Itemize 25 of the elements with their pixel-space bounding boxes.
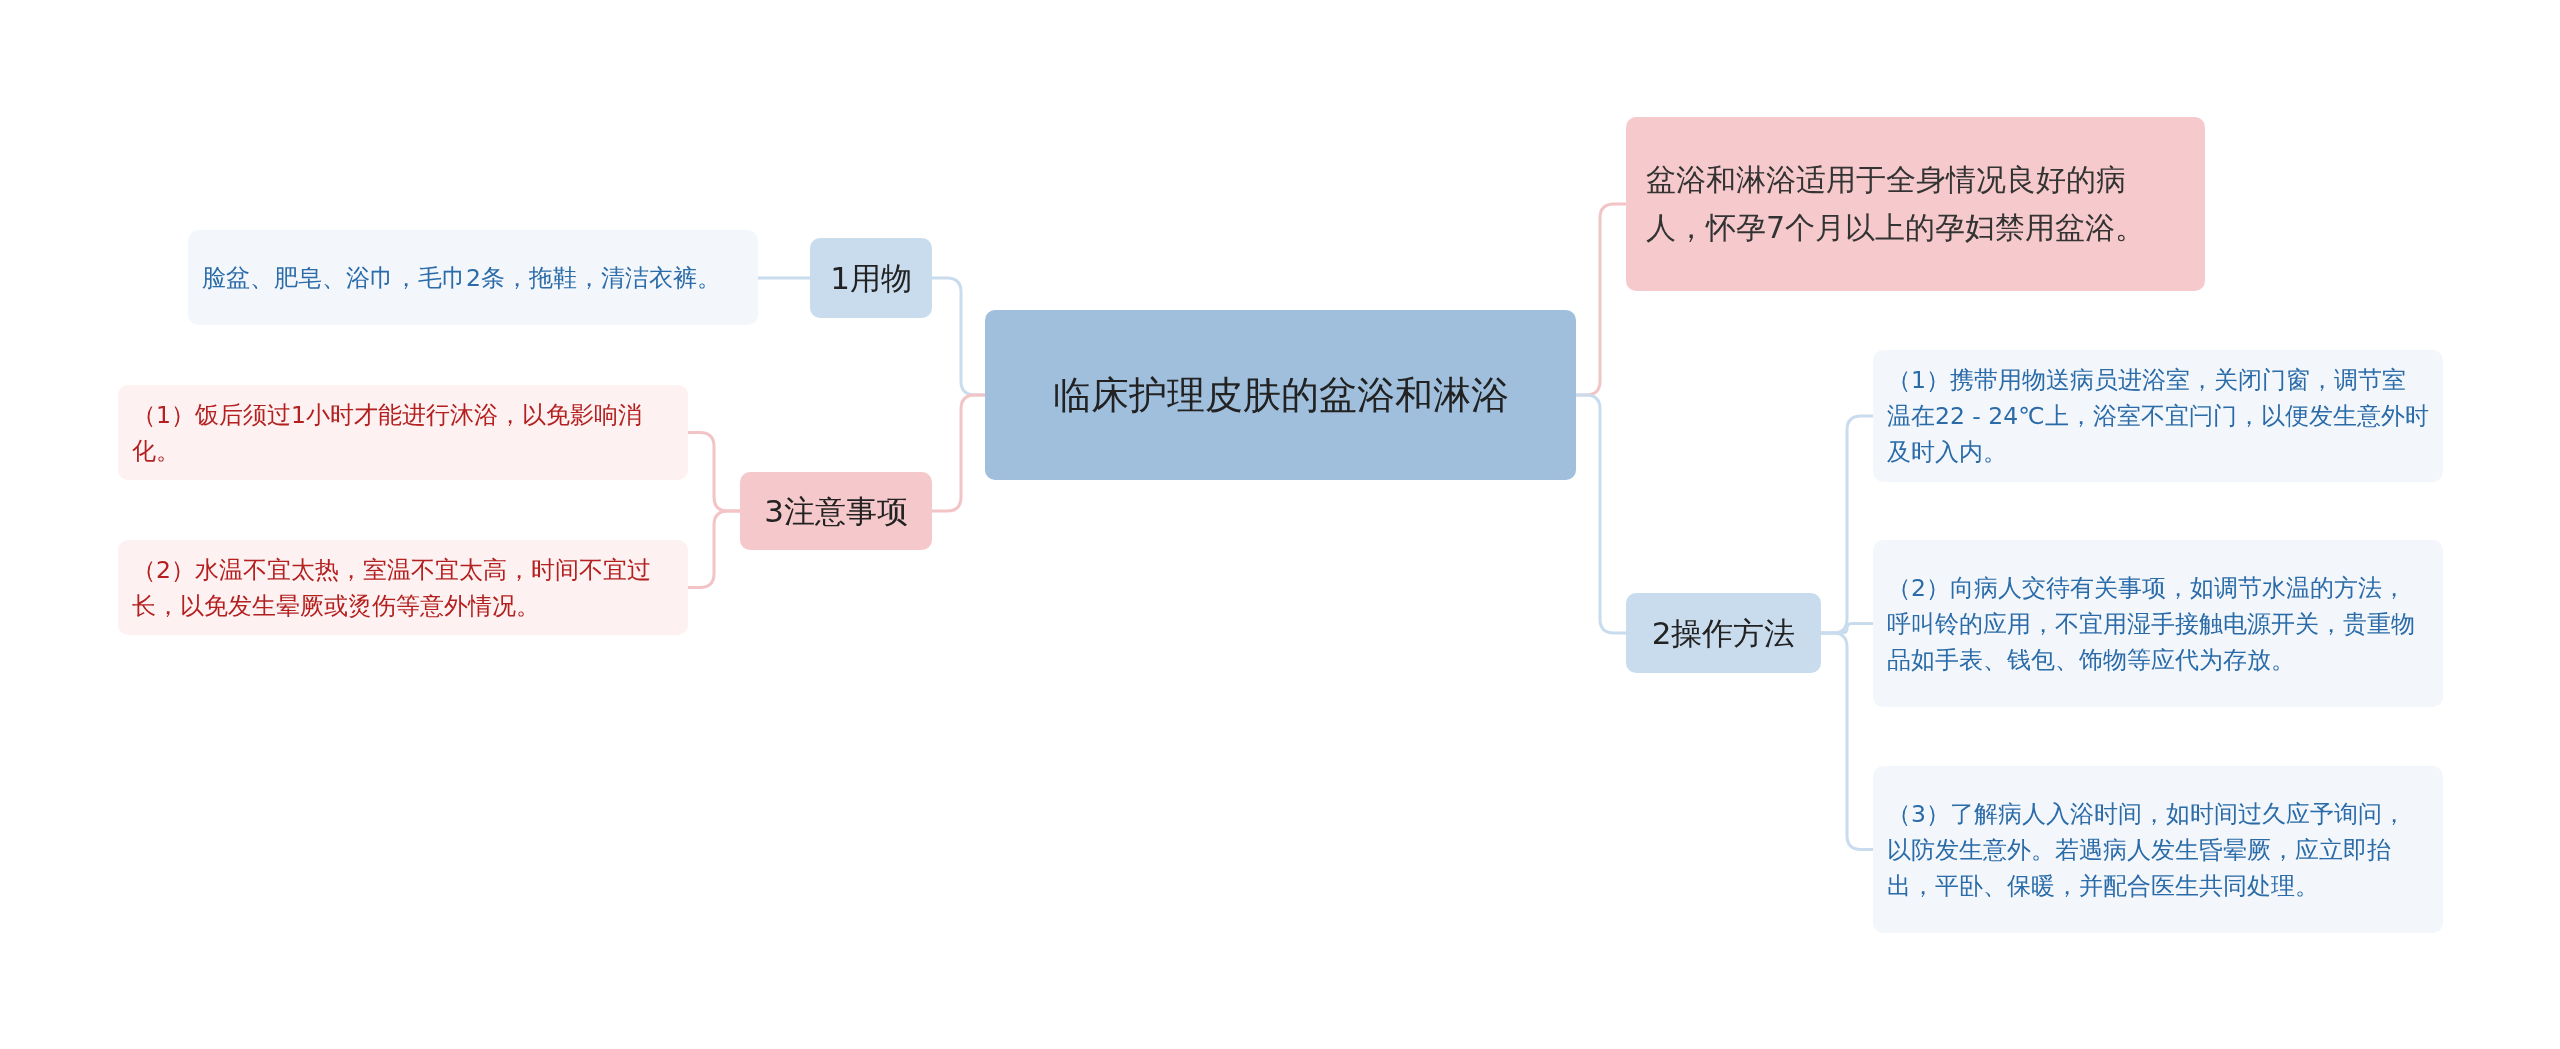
topic-box	[985, 310, 1576, 480]
node-text: 临床护理皮肤的盆浴和淋浴	[1052, 372, 1509, 419]
detail-box	[1873, 766, 2443, 933]
connector-line	[758, 276, 810, 280]
branch-box	[1626, 593, 1821, 673]
node-text: 1用物	[830, 259, 912, 298]
node-text: 脸盆、肥皂、浴巾，毛巾2条，拖鞋，清洁衣裤。	[202, 262, 721, 294]
detail-box	[118, 540, 688, 635]
node-text: 3注意事项	[764, 492, 908, 531]
branch-box	[810, 238, 932, 318]
node-text: （1）饭后须过1小时才能进行沐浴，以免影响消化。	[132, 399, 643, 467]
detail-box	[118, 385, 688, 480]
node-text: 盆浴和淋浴适用于全身情况良好的病人，怀孕7个月以上的孕妇禁用盆浴。	[1646, 161, 2147, 247]
detail-box	[1873, 540, 2443, 707]
branch-box	[740, 472, 932, 550]
connector-line	[1821, 631, 1873, 851]
node-text: （3）了解病人入浴时间，如时间过久应予询问，以防发生意外。若遇病人发生昏晕厥，应立即抬出，平卧、保暖，并配合医生共同处理。	[1887, 798, 2407, 902]
connector-line	[1576, 393, 1626, 635]
node-text: （2）向病人交待有关事项，如调节水温的方法，呼叫铃的应用，不宜用湿手接触电源开关，贵重物品如手表、钱包、饰物等应代为存放。	[1887, 572, 2416, 676]
node-text: （2）水温不宜太热，室温不宜太高，时间不宜过长，以免发生晕厥或烫伤等意外情况。	[132, 554, 652, 622]
node-text: （1）携带用物送病员进浴室，关闭门窗，调节室温在22 - 24℃上，浴室不宜闩门，以便发生意外时及时入内。	[1887, 365, 2429, 468]
detail-box	[1873, 350, 2443, 482]
node-text: 2操作方法	[1651, 614, 1796, 653]
detail-box	[188, 230, 758, 325]
note-box	[1626, 117, 2205, 291]
